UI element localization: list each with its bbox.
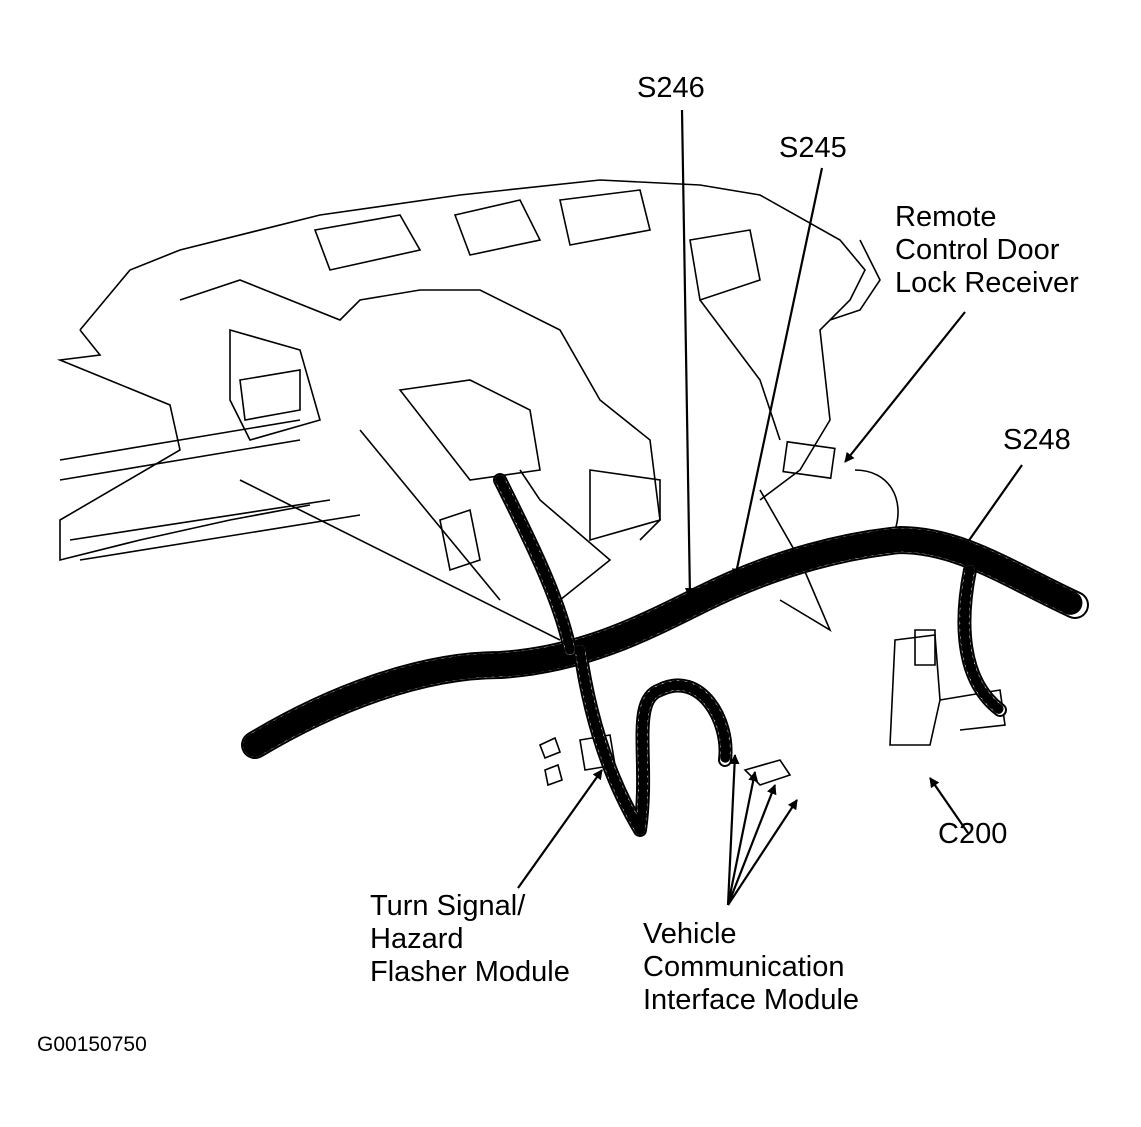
label-turn-signal-line-3: Flasher Module <box>370 956 570 988</box>
label-vcim-line-1: Vehicle <box>643 918 737 950</box>
label-vcim-line-2: Communication <box>643 951 845 983</box>
label-s245: S245 <box>779 132 847 164</box>
label-remote-receiver: Remote Control Door Lock Receiver <box>895 201 1079 300</box>
label-s248: S248 <box>1003 424 1071 456</box>
s246-leader <box>680 109 695 598</box>
label-turn-signal-line-2: Hazard <box>370 923 464 955</box>
turn-signal-leader <box>517 769 603 889</box>
instrument-panel-outline <box>56 179 1006 787</box>
wiring-harness <box>241 473 1089 837</box>
vcim-leader-3 <box>726 784 777 906</box>
label-turn-signal-line-1: Turn Signal/ <box>370 890 526 922</box>
label-turn-signal: Turn Signal/ Hazard Flasher Module <box>370 890 570 989</box>
vcim-leader-1 <box>726 754 740 906</box>
c200-leader <box>929 777 969 834</box>
figure-id: G00150750 <box>37 1033 147 1056</box>
label-remote-receiver-line-3: Lock Receiver <box>895 267 1079 299</box>
s248-leader <box>957 464 1023 557</box>
vcim-leader-2 <box>726 771 759 906</box>
remote-receiver-leader <box>844 311 966 463</box>
label-vcim: Vehicle Communication Interface Module <box>643 918 859 1017</box>
label-c200: C200 <box>938 818 1008 850</box>
label-vcim-line-3: Interface Module <box>643 984 860 1016</box>
label-remote-receiver-line-2: Control Door <box>895 234 1060 266</box>
label-s246: S246 <box>637 72 705 104</box>
s245-leader <box>731 167 824 579</box>
vcim-leader-4 <box>727 799 798 906</box>
leader-lines <box>517 109 1023 906</box>
label-remote-receiver-line-1: Remote <box>895 201 997 233</box>
